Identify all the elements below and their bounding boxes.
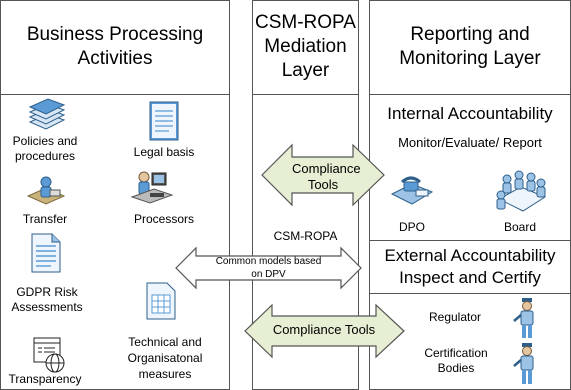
arrow-label-line: on DPV	[251, 269, 286, 280]
board-label: Board	[503, 220, 537, 234]
heading-line: External Accountability	[384, 246, 556, 265]
compliance-tools-bottom-arrow	[244, 303, 405, 359]
external-accountability-heading: External Accountability Inspect and Cert…	[369, 245, 571, 289]
technical-measures-label: Technical and Organisatonal measures	[118, 334, 212, 382]
label-line: Policies and	[12, 134, 78, 148]
globe-window-icon	[33, 337, 65, 373]
reporting-monitoring-header: Reporting and Monitoring Layer	[369, 0, 571, 95]
transfer-person-icon	[26, 176, 66, 205]
header-line: Layer	[281, 59, 330, 81]
legal-basis-label: Legal basis	[133, 145, 195, 159]
label-line: Organisatonal	[127, 351, 203, 365]
dpo-phone-desk-icon	[390, 176, 434, 205]
label-line: Technical and	[128, 335, 202, 349]
gdpr-risk-label: GDPR Risk Assessments	[1, 285, 93, 315]
header-line: CSM-ROPA	[255, 12, 356, 34]
label-line: measures	[138, 367, 192, 381]
compliance-tools-top-arrow	[261, 143, 385, 207]
heading-line: Inspect and Certify	[399, 268, 541, 288]
header-line: Activities	[77, 48, 153, 69]
certification-officer-icon	[513, 343, 534, 384]
legal-document-icon	[149, 101, 179, 141]
spreadsheet-icon	[146, 282, 176, 320]
regulator-officer-icon	[513, 298, 534, 338]
processors-computer-icon	[130, 171, 174, 204]
label-line: Certification	[424, 346, 488, 360]
label-line: Bodies	[437, 361, 475, 375]
section-divider	[369, 293, 571, 294]
regulator-label: Regulator	[428, 310, 482, 324]
certification-bodies-label: Certification Bodies	[418, 346, 494, 376]
header-line: Business Processing	[26, 24, 204, 46]
common-models-arrow	[175, 246, 362, 290]
processors-label: Processors	[133, 212, 195, 226]
compliance-tools-top-label: Compliance Tools	[292, 161, 361, 193]
internal-accountability-heading: Internal Accountability	[387, 104, 553, 123]
header-line: Mediation	[264, 36, 347, 58]
arrow-label-line: Common models based	[215, 256, 322, 267]
risk-document-icon	[31, 233, 61, 273]
internal-accountability-subheading: Monitor/Evaluate/ Report	[398, 135, 542, 150]
arrow-label-line: Tools	[307, 177, 339, 192]
transparency-label: Transparency	[8, 372, 82, 386]
transfer-label: Transfer	[22, 212, 68, 226]
arrow-label-line: Compliance	[292, 161, 361, 176]
label-line: GDPR Risk	[16, 285, 78, 299]
mediation-layer-header: CSM-ROPA Mediation Layer	[252, 0, 359, 95]
label-line: procedures	[14, 149, 76, 163]
common-models-label: Common models based on DPV	[176, 255, 361, 281]
compliance-tools-bottom-label: Compliance Tools	[272, 322, 376, 337]
board-meeting-icon	[496, 170, 547, 212]
business-processing-header: Business Processing Activities	[0, 0, 230, 95]
policies-label: Policies and procedures	[5, 134, 85, 164]
section-divider	[369, 240, 571, 241]
csm-ropa-label: CSM-ROPA	[273, 229, 338, 243]
header-line: Reporting and	[410, 24, 530, 46]
label-line: Assessments	[11, 300, 83, 314]
dpo-label: DPO	[398, 220, 425, 234]
header-line: Monitoring Layer	[399, 48, 541, 69]
policies-stack-icon	[28, 98, 66, 130]
